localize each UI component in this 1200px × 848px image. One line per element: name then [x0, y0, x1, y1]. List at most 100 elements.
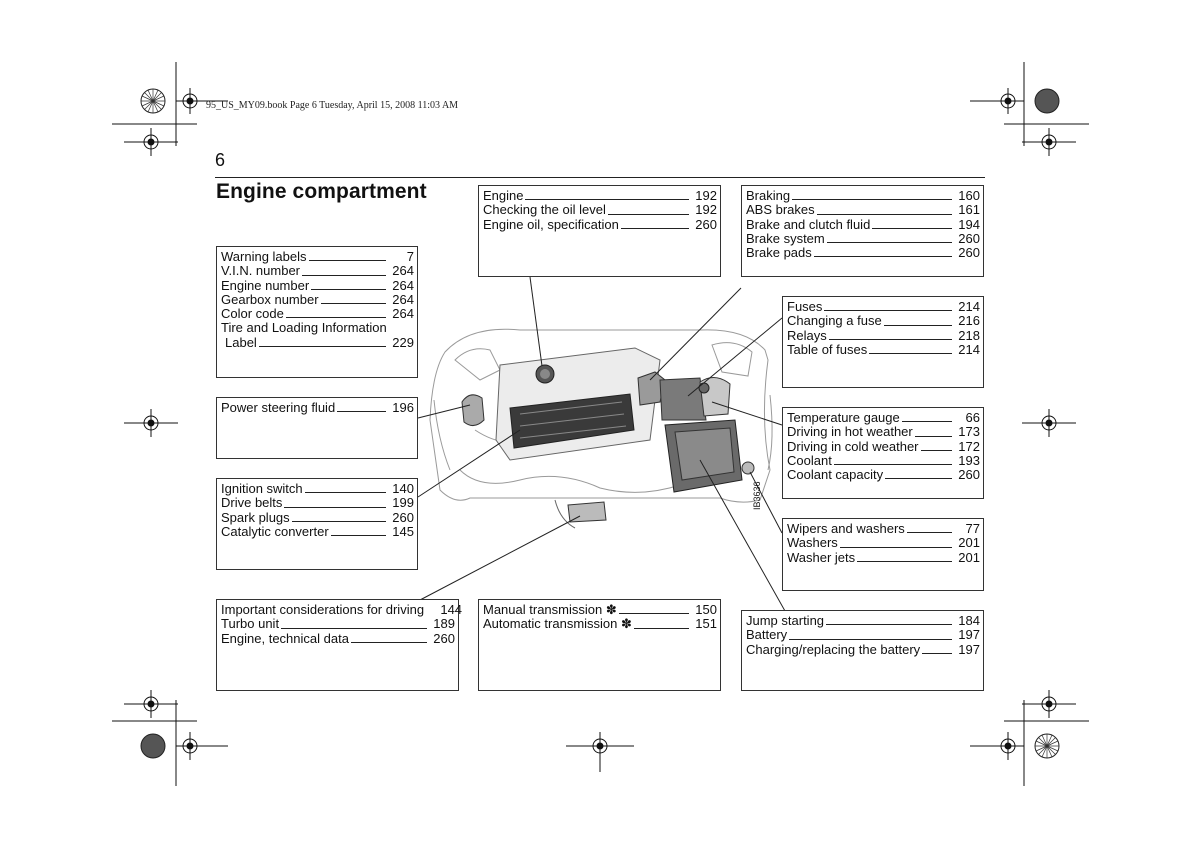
page-ref-link[interactable]: 77 — [965, 521, 980, 536]
page-ref-link[interactable]: 199 — [392, 495, 414, 511]
leader-dots — [914, 435, 952, 437]
page-ref-link[interactable]: 161 — [958, 202, 980, 218]
page-ref-link[interactable]: 260 — [695, 216, 717, 232]
leader-dots — [330, 535, 386, 537]
reference-row: Power steering fluid 196 — [221, 400, 414, 415]
page-ref-link[interactable]: 150 — [695, 602, 717, 617]
page-ref-link[interactable]: 260 — [958, 467, 980, 483]
page-ref-link[interactable]: 264 — [392, 306, 414, 322]
leader-dots — [883, 324, 952, 326]
row-label: Power steering fluid — [221, 400, 336, 415]
leader-braking — [649, 287, 742, 381]
leader-dots — [906, 532, 952, 534]
page-ref-link[interactable]: 7 — [406, 249, 414, 264]
page-ref-link[interactable]: 201 — [958, 535, 980, 551]
page-ref-link[interactable]: 201 — [958, 549, 980, 565]
page-ref-link[interactable]: 218 — [958, 327, 980, 343]
page-ref-link[interactable]: 144 — [440, 602, 463, 617]
row-label: Temperature gauge — [787, 410, 900, 425]
page-ref-link[interactable]: 173 — [958, 424, 980, 440]
leader-dots — [291, 520, 386, 522]
page-ref-link[interactable]: 197 — [958, 641, 980, 657]
row-label: Tire and Loading Information — [221, 320, 387, 336]
registration-target-icon — [176, 88, 228, 114]
page-ref-link[interactable]: 189 — [433, 616, 455, 632]
page-ref-link[interactable]: 214 — [958, 341, 980, 357]
solid-registration-disc-icon — [140, 733, 166, 759]
leader-dots — [839, 546, 952, 548]
row-label: Coolant capacity — [787, 467, 884, 483]
leader-dots — [922, 652, 952, 654]
row-label: Gearbox number — [221, 291, 319, 307]
radiator-hose — [459, 469, 681, 493]
solid-registration-disc-icon — [1034, 88, 1060, 114]
left-strut-tower — [454, 348, 501, 381]
page-ref-link[interactable]: 229 — [392, 334, 414, 350]
page-ref-link[interactable]: 260 — [958, 230, 980, 246]
page-ref-link[interactable]: 193 — [958, 452, 980, 468]
row-label: Checking the oil level — [483, 202, 606, 218]
page-ref-link[interactable]: 194 — [958, 216, 980, 232]
page-ref-link[interactable]: 192 — [695, 188, 717, 203]
page-ref-link[interactable]: 172 — [958, 438, 980, 454]
page-ref-link[interactable]: 264 — [392, 291, 414, 307]
row-label: Fuses — [787, 299, 823, 314]
row-label: Engine oil, specification — [483, 216, 619, 232]
page-ref-link[interactable]: 264 — [392, 277, 414, 293]
leader-dots — [320, 303, 386, 305]
reference-row: Engine 192 — [483, 188, 717, 203]
page-ref-link[interactable]: 184 — [958, 613, 980, 628]
page-ref-link[interactable]: 216 — [958, 313, 980, 329]
leader-dots — [826, 624, 952, 626]
row-label: Spark plugs — [221, 509, 290, 525]
row-label: Turbo unit — [221, 616, 280, 632]
leader-dots — [620, 227, 689, 229]
row-label: Table of fuses — [787, 341, 868, 357]
page-ref-link[interactable]: 196 — [392, 400, 414, 415]
file-info-header: 95_US_MY09.book Page 6 Tuesday, April 15… — [206, 100, 459, 111]
page-ref-link[interactable]: 160 — [958, 188, 980, 203]
page-ref-link[interactable]: 145 — [392, 523, 414, 539]
page-ref-link[interactable]: 260 — [433, 630, 455, 646]
page-ref-link[interactable]: 197 — [958, 627, 980, 643]
reference-row: Table of fuses 214 — [787, 341, 980, 357]
page-ref-link[interactable]: 264 — [392, 263, 414, 279]
row-label: Engine — [483, 188, 524, 203]
page-ref-link[interactable]: 66 — [965, 410, 980, 425]
page-ref-link[interactable]: 140 — [392, 481, 414, 496]
transmission-reference-box: Manual transmission ✽150 Automatic trans… — [478, 599, 721, 691]
reference-row: Coolant capacity 260 — [787, 467, 980, 483]
page-ref-link[interactable]: 260 — [958, 245, 980, 261]
page-ref-link[interactable]: 151 — [695, 616, 717, 632]
leader-dots — [258, 346, 386, 348]
page-ref-link[interactable]: 214 — [958, 299, 980, 314]
page-title: Engine compartment — [216, 180, 427, 203]
page-number: 6 — [215, 150, 226, 170]
leader-ignition — [417, 429, 521, 498]
page-ref-link[interactable]: 192 — [695, 202, 717, 218]
reference-row: Spark plugs 260 — [221, 509, 414, 525]
engine-cover-rib — [519, 425, 627, 439]
leader-dots — [304, 492, 386, 494]
leader-wipers — [749, 471, 783, 534]
registration-target-icon — [124, 409, 178, 437]
row-label: Catalytic converter — [221, 523, 329, 539]
page-ref-link[interactable]: 260 — [392, 509, 414, 525]
engine-cover-rib — [519, 413, 625, 427]
leader-dots — [284, 506, 386, 508]
